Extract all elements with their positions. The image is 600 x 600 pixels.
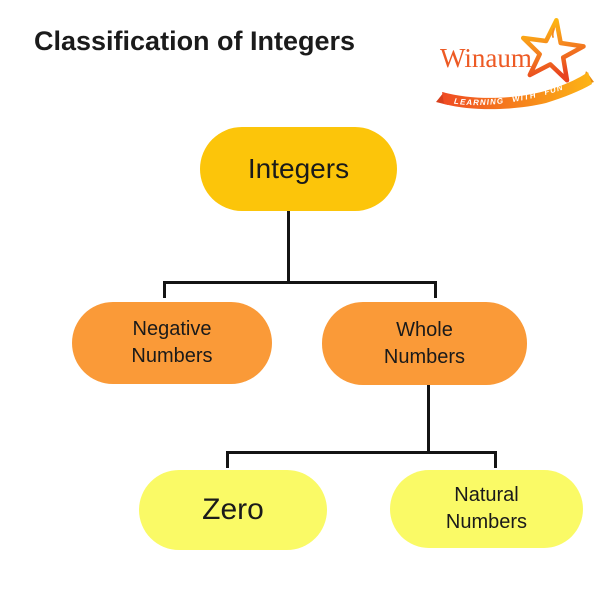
ribbon-banner: LEARNING WITH FUN [436,71,594,110]
edge-natural-stub [494,451,497,468]
edge-whole-stem [427,385,430,454]
star-icon [520,18,586,83]
brand-tagline: LEARNING WITH FUN [454,83,565,107]
edge-negative-stub [163,281,166,298]
node-natural-numbers: Natural Numbers [390,470,583,548]
edge-zero-stub [226,451,229,468]
edge-integers-stem [287,211,290,283]
node-label: Numbers [383,345,466,368]
node-label: Natural [454,484,519,506]
edge-whole-stub [434,281,437,298]
node-label: Integers [247,153,350,184]
edge-level3-bar [226,451,497,454]
node-label: Zero [202,493,264,526]
winaum-logo: Winaum LEARNING WITH FUN [436,18,594,110]
node-integers: Integers [200,127,397,211]
page-title: Classification of Integers [34,26,356,56]
node-label: Negative [132,318,212,340]
node-zero: Zero [139,470,327,550]
node-label: Whole [396,318,453,341]
edge-level2-bar [163,281,437,284]
brand-wordmark: Winaum [440,43,532,73]
node-label: Numbers [445,511,528,533]
node-negative-numbers: Negative Numbers [72,302,272,384]
node-whole-numbers: Whole Numbers [322,302,527,385]
node-label: Numbers [131,345,213,367]
